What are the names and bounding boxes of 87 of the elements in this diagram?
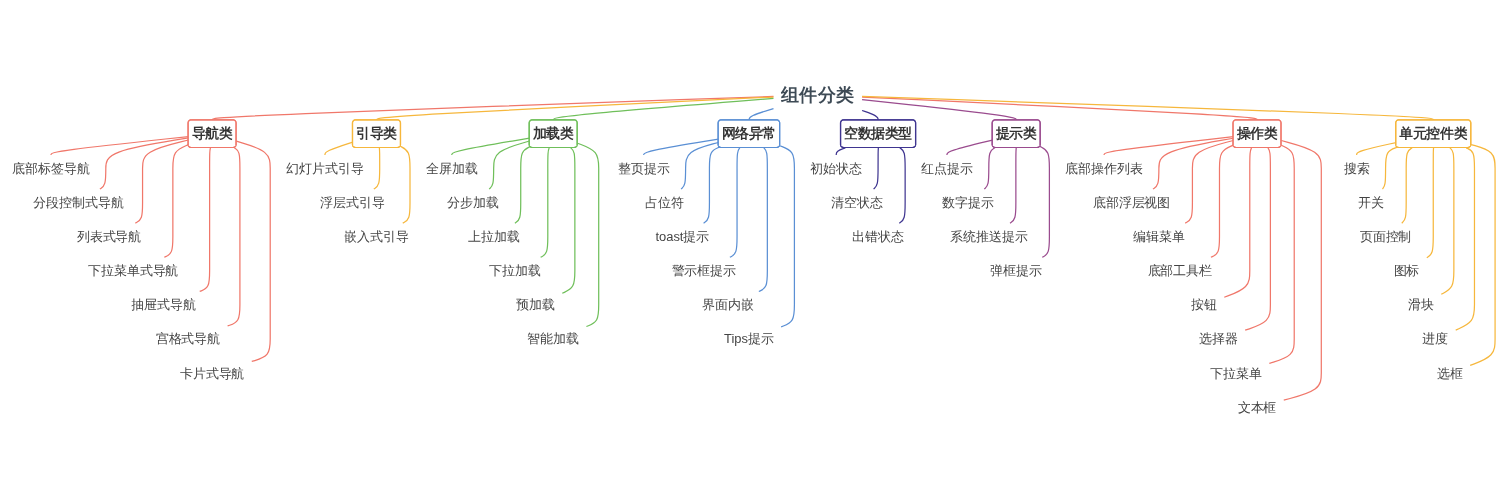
connector (861, 99, 1018, 121)
connector (561, 147, 576, 294)
connector (861, 109, 879, 121)
connector (163, 144, 189, 258)
connector (211, 95, 775, 121)
node-text: 全屏加载 (426, 161, 478, 176)
node-text: 按钮 (1191, 297, 1217, 312)
connector (373, 147, 381, 190)
node-text: 整页提示 (617, 161, 670, 176)
node-text: 编辑菜单 (1133, 229, 1185, 244)
connector (1469, 144, 1496, 367)
connector (1244, 147, 1271, 331)
connector (702, 146, 721, 224)
node-text: 界面内嵌 (702, 297, 754, 312)
connector (1184, 139, 1234, 224)
node-text: 上拉加载 (467, 229, 520, 244)
node-text: 下拉菜单式导航 (87, 263, 179, 278)
connector (199, 147, 212, 293)
node-text: 分段控制式导航 (33, 195, 124, 210)
connector (399, 145, 411, 224)
node-text: 搜索 (1343, 161, 1370, 176)
node-text: 滑块 (1408, 297, 1434, 312)
connector (872, 147, 879, 190)
node-text: 开关 (1358, 195, 1385, 210)
node-text: 嵌入式引导 (344, 229, 409, 244)
node-text: 图标 (1393, 263, 1420, 278)
connector (1103, 136, 1234, 156)
node-text: Tips提示 (724, 331, 774, 346)
node-text: 警示框提示 (671, 263, 737, 278)
connector (1009, 147, 1017, 224)
node-text: 占位符 (645, 195, 685, 210)
connector (227, 147, 241, 327)
connector (552, 97, 775, 121)
connector (1152, 137, 1234, 190)
node-text: 数字提示 (942, 195, 994, 210)
connector (1401, 147, 1413, 224)
node-text: 红点提示 (921, 161, 973, 176)
node-text: 初始状态 (810, 161, 863, 176)
connector (983, 147, 996, 190)
connector (729, 147, 741, 258)
connector (1426, 147, 1435, 259)
node-text: 底部标签导航 (12, 161, 90, 176)
node-text: 选框 (1436, 365, 1463, 381)
node-text: 智能加载 (527, 331, 580, 346)
node-text: 选择器 (1199, 331, 1238, 346)
connector (540, 147, 550, 258)
connector (758, 147, 768, 293)
node-text: 进度 (1422, 331, 1449, 346)
connector (835, 147, 846, 156)
node-text: 列表式导航 (76, 229, 142, 244)
connector (861, 96, 1258, 121)
node-text: 清空状态 (831, 195, 883, 210)
connector (1268, 144, 1295, 364)
connector (1280, 139, 1322, 401)
node-text: 抽屉式导航 (131, 297, 197, 312)
connector (1381, 146, 1398, 190)
node-text: 底部浮层视图 (1092, 195, 1171, 210)
connector (134, 139, 189, 224)
connector (1455, 147, 1476, 331)
connector (1039, 145, 1050, 258)
node-text: 系统推送提示 (950, 229, 1028, 244)
node-text: 下拉菜单 (1210, 365, 1262, 381)
connector (1223, 147, 1253, 298)
connector (1210, 144, 1234, 258)
node-text: 宫格式导航 (155, 331, 221, 346)
node-text: 下拉加载 (488, 263, 541, 278)
connector (514, 145, 531, 224)
connector (99, 137, 189, 190)
connector (748, 107, 775, 121)
node-text: 卡片式导航 (179, 365, 245, 381)
connector (376, 96, 775, 121)
node-text: 浮层式引导 (320, 195, 385, 210)
node-text: 底部操作列表 (1065, 161, 1143, 176)
connector (50, 135, 189, 156)
node-text: 页面控制 (1359, 229, 1412, 244)
node-text: 分步加载 (446, 195, 499, 210)
node-text: 幻灯片式引导 (286, 161, 364, 176)
node-text: 组件分类 (780, 84, 855, 106)
node-text: 底部工具栏 (1147, 263, 1213, 278)
node-text: 出错状态 (852, 229, 904, 244)
node-text: toast提示 (655, 229, 710, 244)
node-text: 文本框 (1237, 400, 1277, 415)
node-text: 预加载 (516, 297, 555, 312)
connector (779, 145, 796, 328)
connector (1440, 147, 1455, 295)
connector (898, 147, 906, 224)
node-text: 弹框提示 (990, 263, 1043, 278)
